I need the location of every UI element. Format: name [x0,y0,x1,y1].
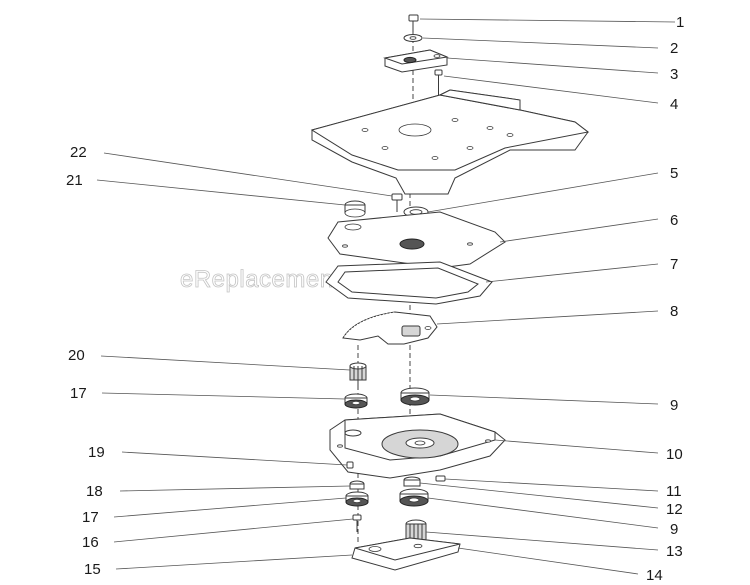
part-9-lower-bearing [399,488,429,507]
callout-12: 12 [666,501,683,518]
callout-18: 18 [86,483,103,500]
callout-10: 10 [666,446,683,463]
callout-8: 8 [670,303,678,320]
part-17-upper-bearing [344,393,368,409]
part-19-pin [346,461,354,469]
callout-13: 13 [666,543,683,560]
part-6-cover-plate [327,211,506,269]
callout-4: 4 [670,96,678,113]
part-3-bracket [383,49,449,73]
part-11-screw [435,475,446,482]
part-7-gasket [325,261,493,305]
part-9-upper-bearing [400,387,430,406]
part-8-sector-gear [342,311,438,345]
part-12-bolt [403,476,421,487]
part-4-pin [434,69,443,96]
callout-9-lower: 9 [670,521,678,538]
callout-17-lower: 17 [82,509,99,526]
callout-14: 14 [646,567,663,584]
callout-19: 19 [88,444,105,461]
part-21-bushing [344,200,366,218]
leader-lines [96,18,676,575]
callout-1: 1 [676,14,684,31]
callout-15: 15 [84,561,101,578]
callout-22: 22 [70,144,87,161]
callout-5: 5 [670,165,678,182]
callout-7: 7 [670,256,678,273]
callout-2: 2 [670,40,678,57]
part-20-pinion [349,362,367,390]
part-18-spacer [349,480,365,490]
part-22-bolt [391,193,403,212]
callout-3: 3 [670,66,678,83]
callout-9-upper: 9 [670,397,678,414]
callout-6: 6 [670,212,678,229]
part-10-gear-housing [329,413,506,479]
part-1-screw [408,14,419,32]
callout-21: 21 [66,172,83,189]
part-2-washer [403,34,423,42]
callout-numbers: 1 2 3 4 5 6 7 8 9 10 11 12 9 13 14 22 21… [66,14,684,584]
callout-16: 16 [82,534,99,551]
callout-17-upper: 17 [70,385,87,402]
part-16-screw [352,514,362,532]
part-14-bottom-plate [351,537,461,571]
mounting-plate [310,89,590,195]
callout-11: 11 [666,483,682,500]
callout-20: 20 [68,347,85,364]
part-17-lower-bearing [345,491,369,507]
